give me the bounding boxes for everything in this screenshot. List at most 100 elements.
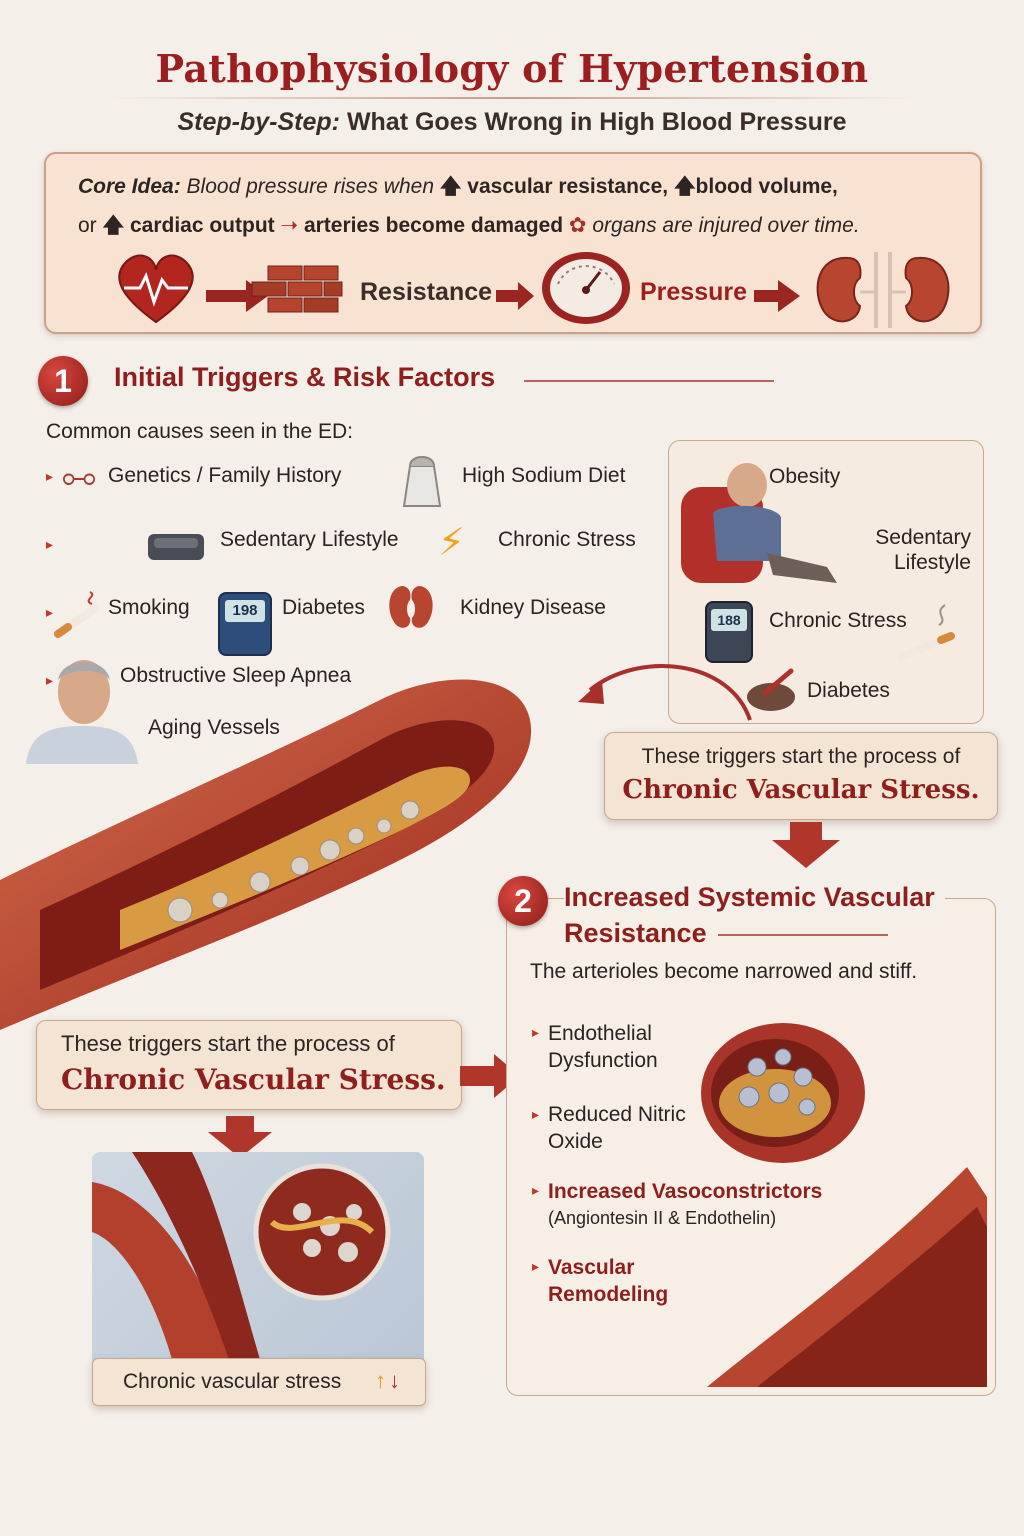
couch-potato-icon [148,534,204,560]
resistance-item-line: (Angiontesin II & Endothelin) [548,1208,777,1228]
section-2-title-line2: Resistance [564,918,707,948]
down-arrow-icon: ↓ [389,1368,400,1393]
bullet-icon: ▸ [46,468,54,484]
gauge-icon [542,252,630,324]
bullet-icon: ▸ [46,672,54,688]
risk-diabetes: Diabetes [282,596,365,619]
resistance-item-line: Dysfunction [548,1049,658,1072]
arteriole-illustration [701,1023,987,1387]
side-obesity: Obesity [769,465,841,488]
inset-caption-box: Chronic vascular stress ↑ ↓ [92,1358,426,1406]
resistance-item-line: Endothelial [548,1022,652,1045]
heart-icon [118,254,194,324]
core-idea-term-damage: arteries become damaged [303,214,564,237]
bullet-icon: ▸ [532,1258,540,1274]
risk-stress: Chronic Stress [498,528,636,551]
glucometer-reading: 198 [225,600,265,622]
core-idea-text-2: or [78,214,97,237]
subtitle-text: What Goes Wrong in High Blood Pressure [346,108,847,136]
risk-sodium: High Sodium Diet [462,464,626,487]
man-in-armchair-icon [681,463,837,583]
core-idea-flow: Resistance Pressure [118,252,950,328]
core-idea-line-1: Core Idea: Blood pressure rises when 🡅 v… [78,172,838,207]
up-arrow-icon: 🡅 [102,214,125,237]
callout-right-emphasis: Chronic Vascular Stress. [622,775,980,805]
cigarette-icon [897,604,955,661]
resistance-item-line: Remodeling [548,1283,669,1306]
core-idea-term-resistance: vascular resistance, [467,175,669,198]
side-sedentary: Sedentary Lifestyle [875,526,971,574]
bullet-icon: ▸ [532,1182,540,1198]
section-1-number: 1 [38,356,88,406]
bullet-icon: ▸ [532,1106,540,1122]
section-1-rule [524,380,774,382]
trigger-callout-left: These triggers start the process of Chro… [36,1020,462,1110]
core-idea-box: Core Idea: Blood pressure rises when 🡅 v… [44,152,982,334]
brick-wall-icon [251,265,343,313]
section-2-intro: The arterioles become narrowed and stiff… [530,960,918,983]
callout-left-text: These triggers start the process of [61,1031,395,1056]
artery-illustration [0,679,532,1030]
bullet-icon: ▸ [532,1024,540,1040]
core-idea-text-1: Blood pressure rises when [186,175,435,198]
risk-sedentary: Sedentary Lifestyle [220,528,399,551]
risk-kidney: Kidney Disease [460,596,606,619]
glucometer-icon: 198 [218,592,272,656]
organ-icon: ✿ [568,214,587,237]
risk-aging: Aging Vessels [148,716,280,739]
core-idea-text-3: organs are injured over time. [592,214,860,237]
resistance-item-line: Oxide [548,1130,603,1153]
resistance-item-nitric-oxide: Reduced Nitric Oxide [548,1101,686,1155]
section-1-title: Initial Triggers & Risk Factors [114,362,496,392]
section-2-number: 2 [498,876,548,926]
cigarette-icon [54,591,100,638]
resistance-item-line: Increased Vasoconstrictors [548,1180,823,1203]
flow-arrow-3 [754,280,800,312]
inset-caption: Chronic vascular stress [123,1370,342,1393]
up-arrow-icon: ↑ [375,1368,386,1393]
up-arrow-icon: 🡅 [673,175,696,198]
risk-sleep-apnea: Obstructive Sleep Apnea [120,664,352,687]
bullet-icon: ▸ [46,536,54,552]
older-man-icon [26,660,138,764]
subtitle-emphasis: Step-by-Step: [177,108,340,136]
resistance-item-line: Reduced Nitric [548,1103,686,1126]
side-diabetes: Diabetes [807,679,890,702]
callout-right-text: These triggers start the process of [641,745,961,768]
flow-resistance-label: Resistance [360,278,492,306]
title-divider [110,97,914,99]
down-arrow-icon [772,822,840,868]
glucometer-reading: 188 [711,609,747,631]
core-idea-line-2: or 🡅 cardiac output ➝ arteries become da… [78,211,860,246]
trigger-callout-right: These triggers start the process of Chro… [604,732,998,820]
callout-left-emphasis: Chronic Vascular Stress. [61,1063,446,1096]
side-stress: Chronic Stress [769,609,907,632]
salt-shaker-icon [402,456,442,507]
core-idea-label: Core Idea: [78,175,181,198]
up-arrow-icon: 🡅 [439,175,462,198]
kidney-icon [389,586,433,628]
core-idea-term-output: cardiac output [129,214,275,237]
glucometer-icon: 188 [705,601,753,663]
lightning-icon: ⚡ [438,522,465,564]
ashtray-icon [747,668,795,711]
risk-smoking: Smoking [108,596,190,619]
page-title: Pathophysiology of Hypertension [155,46,869,91]
bullet-icon: ▸ [46,604,54,620]
curved-arrow-icon [578,664,752,721]
risk-side-panel: Obesity Sedentary Lifestyle 188 Chronic … [668,440,984,724]
resistance-item-remodeling: Vascular Remodeling [548,1254,668,1308]
artery-closeup-illustration [92,1152,391,1400]
core-idea-term-volume: blood volume, [695,175,838,198]
section-2-title-line1: Increased Systemic Vascular [564,882,945,913]
flow-pressure-label: Pressure [640,278,747,306]
kidneys-icon [816,252,950,328]
section-1-intro: Common causes seen in the ED: [46,420,353,443]
right-arrow-icon: ➝ [280,214,299,237]
resistance-item-endothelial: Endothelial Dysfunction [548,1020,658,1074]
risk-genetics: Genetics / Family History [108,464,342,487]
resistance-item-line: Vascular [548,1256,635,1279]
resistance-item-vasoconstrictors: Increased Vasoconstrictors (Angiontesin … [548,1178,822,1232]
section-2-rule [718,934,888,936]
down-arrow-icon [208,1116,272,1158]
